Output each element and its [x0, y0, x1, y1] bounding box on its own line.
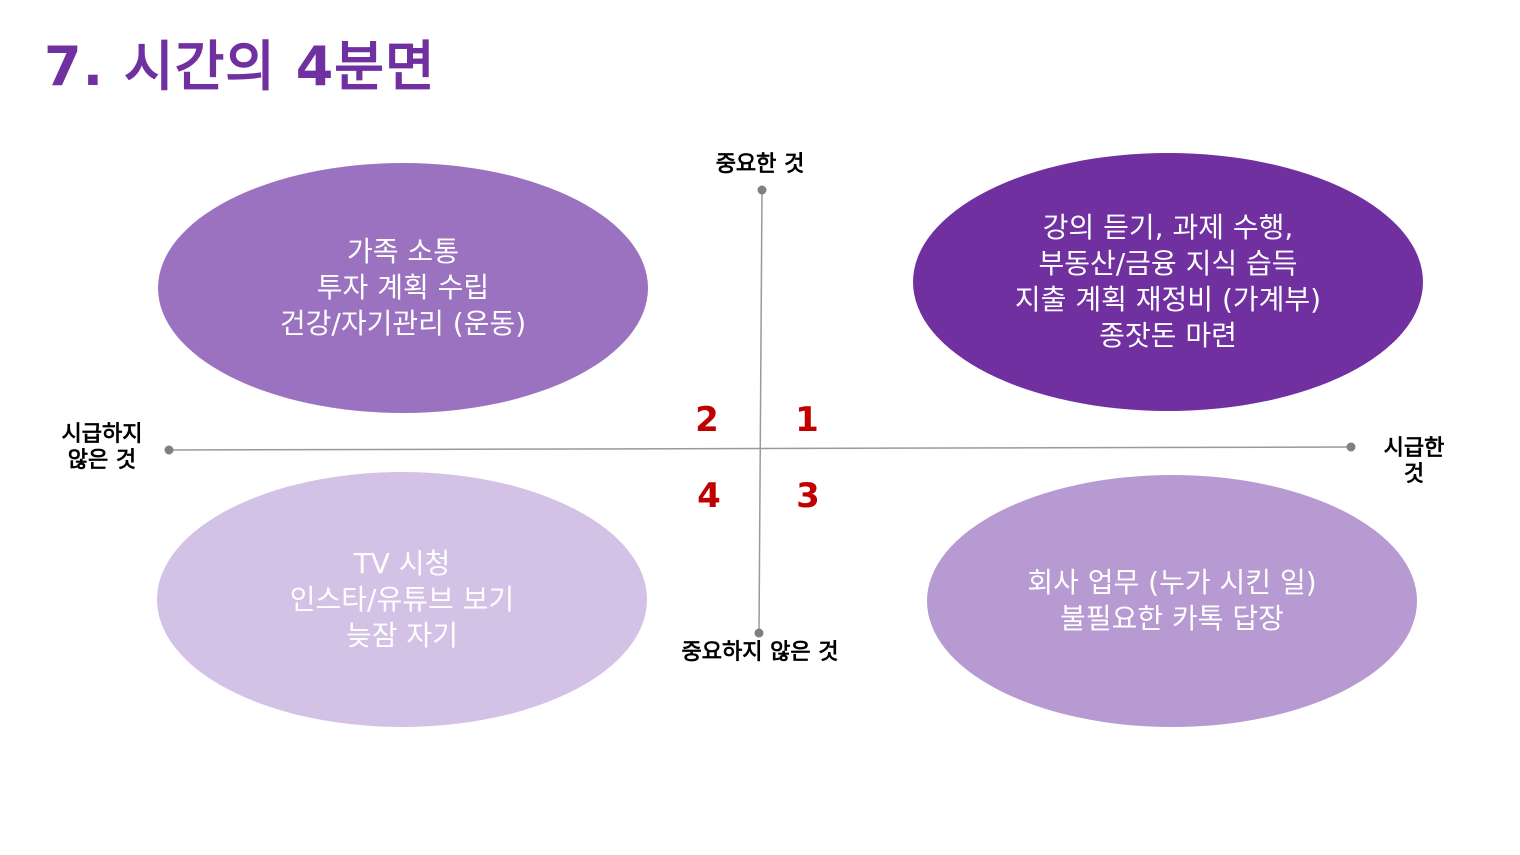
- quadrant-3-ellipse: 회사 업무 (누가 시킨 일)불필요한 카톡 답장: [927, 475, 1417, 727]
- quadrant-number-3: 3: [796, 476, 820, 516]
- quadrant-3-text: 회사 업무 (누가 시킨 일)불필요한 카톡 답장: [1027, 565, 1316, 637]
- axis-label-not-important: 중요하지 않은 것: [681, 640, 839, 665]
- quadrant-text-line: 지출 계획 재정비 (가계부): [1014, 283, 1322, 316]
- quadrant-text-line: 종잣돈 마련: [1099, 319, 1237, 352]
- quadrant-text-line: 강의 듣기, 과제 수행,: [1042, 211, 1294, 244]
- quadrant-text-line: 투자 계획 수립: [316, 271, 490, 304]
- axis-endpoint-bottom: [754, 628, 764, 638]
- quadrant-number-4: 4: [697, 476, 721, 516]
- axis-endpoint-top: [757, 185, 767, 195]
- quadrant-text-line: 회사 업무 (누가 시킨 일): [1027, 566, 1317, 599]
- axis-label-important: 중요한 것: [715, 152, 805, 177]
- quadrant-number-1: 1: [795, 400, 819, 440]
- axis-endpoint-left: [164, 445, 174, 455]
- quadrant-text-line: 불필요한 카톡 답장: [1060, 602, 1284, 635]
- quadrant-text-line: 늦잠 자기: [346, 618, 458, 652]
- axis-endpoint-right: [1346, 442, 1356, 452]
- quadrant-text-line: 부동산/금융 지식 습득: [1038, 247, 1298, 280]
- vertical-axis: [758, 189, 763, 634]
- page-title: 7. 시간의 4분면: [44, 35, 436, 98]
- quadrant-text-line: 가족 소통: [347, 235, 459, 268]
- quadrant-text-line: 건강/자기관리 (운동): [279, 307, 527, 340]
- quadrant-number-2: 2: [695, 400, 719, 440]
- quadrant-text-line: 인스타/유튜브 보기: [289, 582, 515, 616]
- quadrant-text-line: TV 시청: [353, 546, 451, 580]
